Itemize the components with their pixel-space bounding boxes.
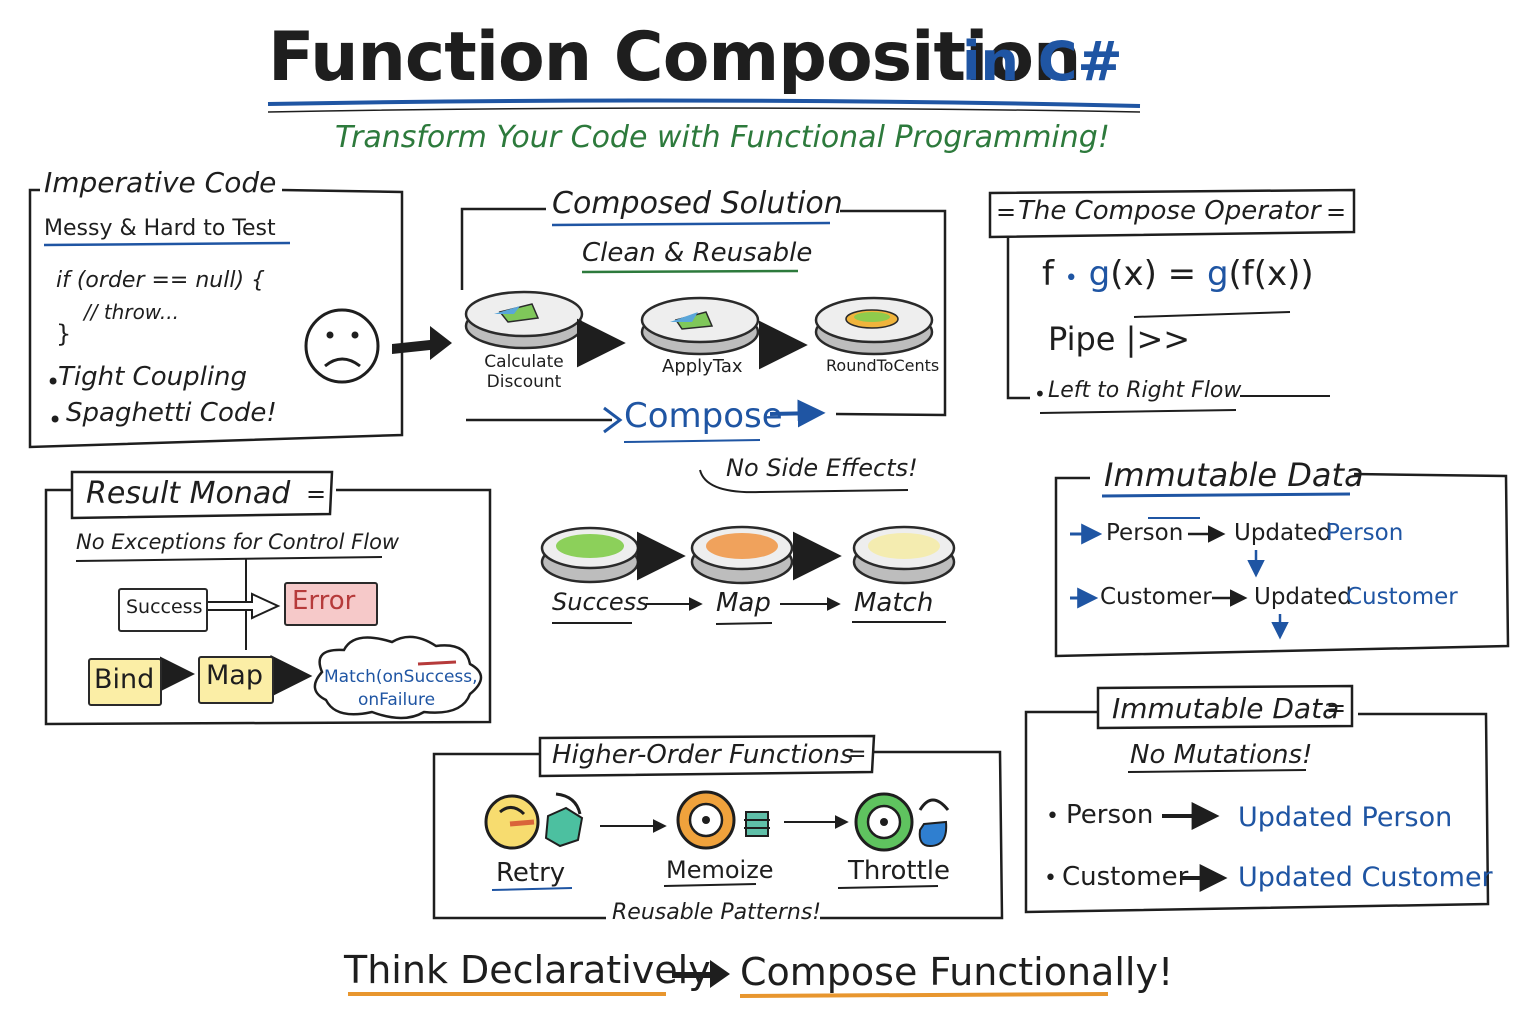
result-equals: = xyxy=(306,480,327,508)
im1-updated-person: Person xyxy=(1326,520,1404,546)
apply-tax-coin-icon xyxy=(640,296,760,356)
im1-updated-1: Updated xyxy=(1234,520,1332,546)
im1-person: Person xyxy=(1106,520,1184,546)
step-label-2: Discount xyxy=(486,372,562,392)
pipeline-match: Match xyxy=(854,588,934,618)
footer-right: Compose Functionally! xyxy=(740,950,1174,994)
composed-header: Composed Solution xyxy=(552,186,843,221)
im1-updated-customer: Customer xyxy=(1346,584,1458,610)
result-header: Result Monad xyxy=(86,476,291,511)
bullet-spaghetti-code: Spaghetti Code! xyxy=(66,398,277,428)
formula-x: (x) = xyxy=(1110,254,1197,294)
pipeline-success: Success xyxy=(552,588,649,616)
title-language: in C# xyxy=(962,30,1123,93)
code-line-3: } xyxy=(56,320,72,348)
flow-bullet: • xyxy=(1034,382,1046,406)
imperative-subheader: Messy & Hard to Test xyxy=(44,216,276,241)
step-round-to-cents: RoundToCents xyxy=(826,356,940,375)
bullet-dot-1: • xyxy=(46,368,61,396)
round-to-cents-coin-icon xyxy=(814,296,934,356)
code-line-2: // throw... xyxy=(84,300,179,324)
footer-left: Think Declaratively xyxy=(344,948,711,992)
map-coin-icon xyxy=(690,525,794,585)
match-label-2: onFailure xyxy=(358,690,436,710)
memoize-icon xyxy=(676,790,770,850)
step-label: Calculate xyxy=(484,352,564,372)
operator-equals-right: = xyxy=(1326,198,1347,226)
calculate-discount-coin-icon xyxy=(464,290,584,350)
step-calculate-discount: Calculate Discount xyxy=(476,352,572,392)
formula-g: g xyxy=(1088,254,1111,294)
bind-box xyxy=(88,658,162,706)
im2-customer: Customer xyxy=(1062,862,1189,892)
im1-updated-2: Updated xyxy=(1254,584,1352,610)
formula-dot: • xyxy=(1064,266,1078,291)
im2-updated-person: Updated Person xyxy=(1238,802,1453,833)
bullet-tight-coupling: Tight Coupling xyxy=(58,362,248,392)
im1-customer: Customer xyxy=(1100,584,1212,610)
error-label: Error xyxy=(292,586,356,616)
formula-f: f xyxy=(1042,254,1054,294)
im2-bullet-2: • xyxy=(1044,866,1057,891)
compose-label: Compose xyxy=(624,396,783,436)
formula: f • g(x) = g(f(x)) xyxy=(1042,254,1314,294)
success-box xyxy=(118,588,208,632)
immutable-header-2: Immutable Data xyxy=(1112,692,1340,725)
hof-retry: Retry xyxy=(496,858,566,888)
match-label-1: Match(onSuccess, xyxy=(324,667,478,687)
bullet-dot-2: • xyxy=(48,406,63,434)
pipeline-map: Map xyxy=(716,588,771,618)
hof-header: Higher-Order Functions xyxy=(552,740,854,770)
match-coin-icon xyxy=(852,525,956,585)
match-cloud-icon xyxy=(313,635,483,720)
bind-label: Bind xyxy=(94,664,155,695)
success-label: Success xyxy=(126,596,203,618)
im2-person: Person xyxy=(1066,800,1154,830)
page-title: Function Composition xyxy=(268,18,1081,97)
imperative-header: Imperative Code xyxy=(44,166,277,199)
step-apply-tax: ApplyTax xyxy=(662,356,743,377)
result-subheader: No Exceptions for Control Flow xyxy=(76,530,400,554)
reusable-patterns: Reusable Patterns! xyxy=(612,900,822,925)
hof-memoize: Memoize xyxy=(666,856,774,884)
throttle-icon xyxy=(854,792,950,852)
immutable-header-1: Immutable Data xyxy=(1104,456,1364,494)
im2-bullet-1: • xyxy=(1046,804,1059,829)
map-box xyxy=(198,656,274,704)
sad-face-icon xyxy=(304,308,380,384)
operator-equals-left: = xyxy=(996,198,1017,226)
left-to-right-flow: Left to Right Flow xyxy=(1048,378,1242,403)
map-label: Map xyxy=(206,660,263,691)
error-box xyxy=(284,582,378,626)
success-coin-icon xyxy=(540,526,640,584)
hof-equals: = xyxy=(848,742,867,767)
no-side-effects: No Side Effects! xyxy=(726,454,918,482)
operator-header: The Compose Operator xyxy=(1018,196,1321,226)
composed-subheader: Clean & Reusable xyxy=(582,238,813,268)
page-subtitle: Transform Your Code with Functional Prog… xyxy=(335,120,1110,155)
pipe-operator: Pipe |>> xyxy=(1048,320,1191,358)
formula-rest: (f(x)) xyxy=(1228,254,1314,294)
im2-updated-customer: Updated Customer xyxy=(1238,862,1493,893)
retry-icon xyxy=(484,792,584,850)
formula-g2: g xyxy=(1206,254,1229,294)
code-line-1: if (order == null) { xyxy=(56,268,266,293)
immutable-equals: = xyxy=(1326,694,1347,722)
hof-throttle: Throttle xyxy=(848,856,950,886)
no-mutations: No Mutations! xyxy=(1130,740,1313,770)
